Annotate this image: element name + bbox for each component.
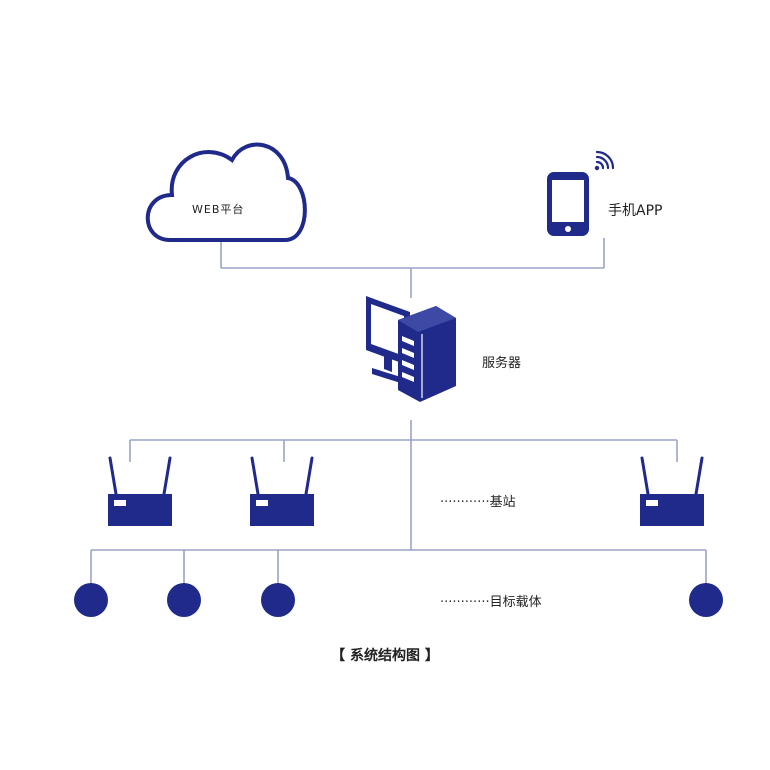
web-platform-label: WEB平台 xyxy=(192,203,245,216)
leader-dots: ············ xyxy=(440,595,490,610)
base-station-group xyxy=(108,456,704,526)
leader-dots: ············ xyxy=(440,495,490,510)
router-antenna-icon xyxy=(108,456,172,526)
mobile-app-label: 手机APP xyxy=(608,203,663,219)
wifi-signal-icon xyxy=(594,150,615,171)
router-antenna-icon xyxy=(250,456,314,526)
target-node-group xyxy=(74,583,723,617)
router-antenna-icon xyxy=(640,456,704,526)
target-carrier-text: 目标载体 xyxy=(489,595,542,610)
computer-server-icon xyxy=(366,296,456,402)
server-label: 服务器 xyxy=(482,356,522,371)
circle-node-icon xyxy=(74,583,108,617)
cloud-icon xyxy=(145,142,307,242)
diagram-caption: 【 系统结构图 】 xyxy=(331,648,439,664)
target-carrier-label: ············目标载体 xyxy=(440,591,542,610)
smartphone-icon xyxy=(547,172,589,236)
connection-lines xyxy=(90,238,707,585)
circle-node-icon xyxy=(689,583,723,617)
circle-node-icon xyxy=(167,583,201,617)
circle-node-icon xyxy=(261,583,295,617)
base-station-label: ············基站 xyxy=(440,491,516,510)
base-station-text: 基站 xyxy=(489,495,516,510)
